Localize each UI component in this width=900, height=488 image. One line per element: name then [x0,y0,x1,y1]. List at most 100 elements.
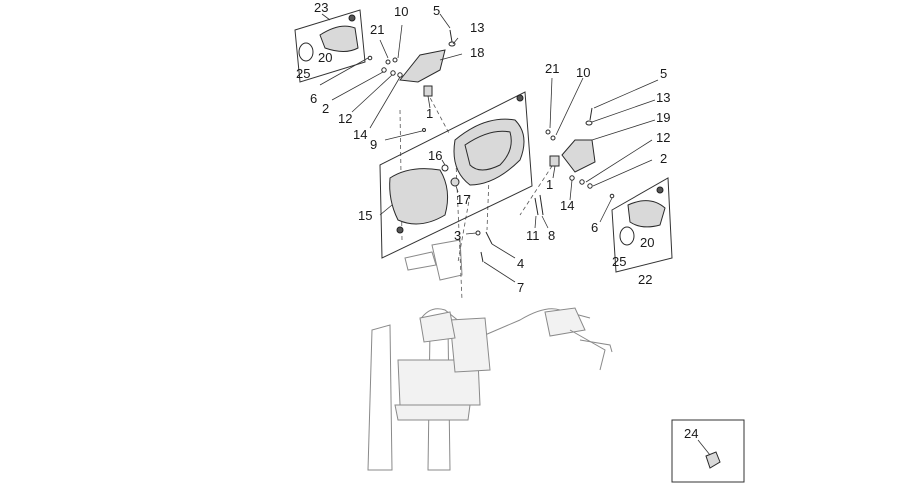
callout-21-right: 21 [545,61,559,76]
right-switch-housing [544,307,586,337]
left-switch-housing [419,311,456,343]
callout-25-left: 25 [296,66,310,81]
right-mount-bracket [534,107,615,216]
washer-12b [579,179,585,185]
bush-1a [423,85,433,97]
fork-left [367,324,393,471]
washer-3 [475,230,481,236]
nut-21b [545,129,551,135]
callout-3: 3 [454,228,461,243]
screw-8 [539,194,544,216]
right-indicator-assembly [611,177,673,273]
left-indicator-lens [298,42,314,62]
connector-24 [705,451,721,469]
headlight-frame [379,91,533,259]
lower-mount-parts [475,230,493,263]
callout-14-right: 14 [560,198,574,213]
bracket-18 [399,49,446,83]
left-indicator-frame [294,9,366,83]
headlight-reflector [464,130,512,171]
right-indicator-housing [627,200,666,228]
callout-1-left: 1 [426,106,433,121]
right-indicator-marker [656,186,664,194]
callout-20-left: 20 [318,50,332,65]
handlebar-clamp [449,317,491,373]
washer-2b [587,183,593,189]
right-indicator-lens [619,226,635,246]
washer-6b [609,193,615,199]
callout-21-left: 21 [370,22,384,37]
bolt-5b [589,107,593,121]
callout-labels: 23 20 25 21 10 5 13 18 6 2 12 14 9 1 21 … [296,0,698,441]
left-mount-bracket [367,29,456,132]
callout-2-right: 2 [660,151,667,166]
callout-20-right: 20 [640,235,654,250]
screw-9 [422,128,426,132]
callout-10-right: 10 [576,65,590,80]
washer-14a [397,72,403,78]
callout-14-left: 14 [353,127,367,142]
headlight-housing [453,118,525,186]
bracket-4 [485,231,493,245]
right-indicator-frame [611,177,673,273]
motorcycle-front-end [367,239,613,471]
callout-12-right: 12 [656,130,670,145]
callout-9: 9 [370,137,377,152]
washer-13b [585,120,593,126]
washer-13a [448,41,456,47]
nut-21a [385,59,391,65]
inset-frame [671,419,745,483]
leader-lines [319,13,659,283]
left-indicator-assembly [294,9,366,83]
screw-7 [480,251,484,263]
callout-16: 16 [428,148,442,163]
callout-13-right: 13 [656,90,670,105]
callout-5-right: 5 [660,66,667,81]
callout-12-left: 12 [338,111,352,126]
triple-clamp [394,404,471,421]
screw-11 [534,197,539,216]
headlight-marker-top [516,94,524,102]
washer-14b [569,175,575,181]
callout-17: 17 [456,192,470,207]
callout-1-right: 1 [546,177,553,192]
speedo-bracket [431,239,463,281]
callout-18: 18 [470,45,484,60]
socket-17 [450,177,460,187]
mirror-mount [404,251,437,271]
callout-6-right: 6 [591,220,598,235]
callout-24: 24 [684,426,698,441]
callout-8: 8 [548,228,555,243]
callout-25-right: 25 [612,254,626,269]
washer-10b [550,135,556,141]
callout-4: 4 [517,256,524,271]
callout-2-left: 2 [322,101,329,116]
callout-11: 11 [526,228,540,243]
callout-15: 15 [358,208,372,223]
left-indicator-housing [319,25,359,52]
brake-lever-arm [579,339,613,353]
callout-10-left: 10 [394,4,408,19]
headlight-assembly [379,91,533,259]
washer-10a [392,57,398,63]
handlebar-left [419,308,481,336]
bracket-19 [561,139,596,173]
headlight-lens [389,168,449,225]
headlight-marker-bottom [396,226,404,234]
washer-6a [367,55,373,61]
left-indicator-marker [348,14,356,22]
callout-7: 7 [517,280,524,295]
bulb-16 [441,164,449,172]
callout-19: 19 [656,110,670,125]
washer-2a [381,67,387,73]
callout-5-left: 5 [433,3,440,18]
callout-23: 23 [314,0,328,15]
washer-12a [390,70,396,76]
brake-lever [569,329,606,371]
callout-22: 22 [638,272,652,287]
bolt-5a [449,29,453,43]
callout-6-left: 6 [310,91,317,106]
bush-1b [549,155,560,167]
